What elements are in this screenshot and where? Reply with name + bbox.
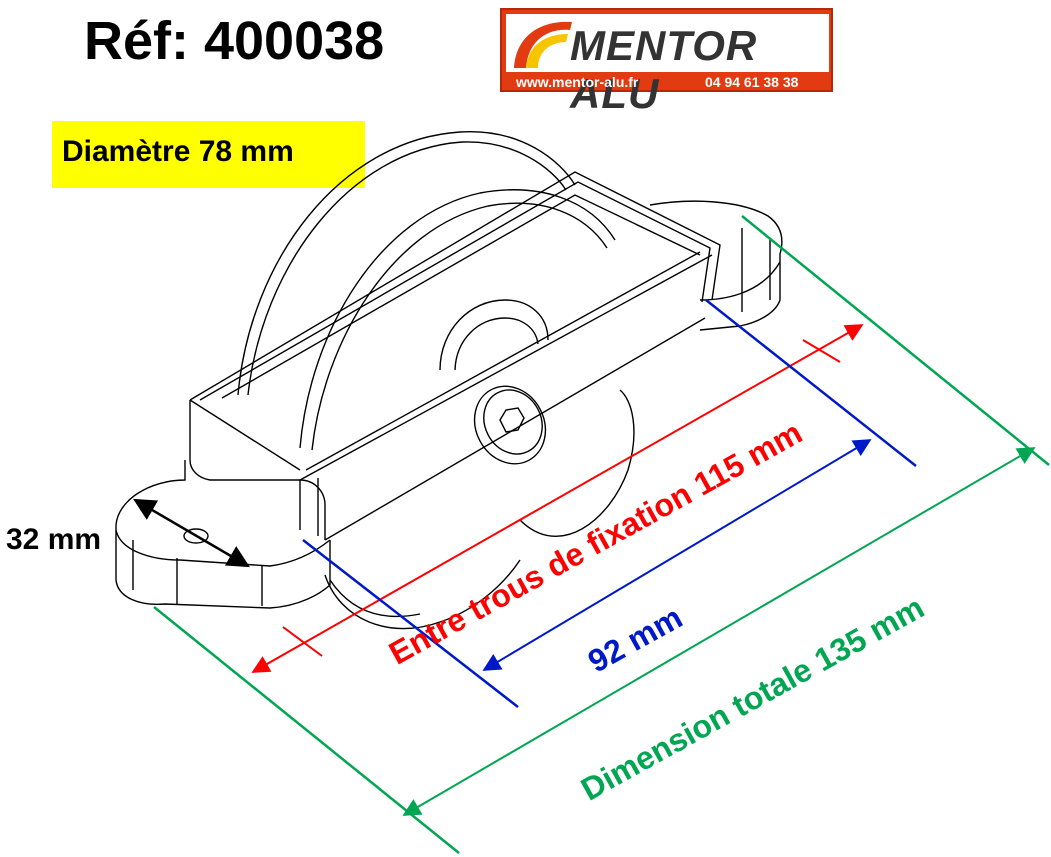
plate-right-facets	[742, 228, 770, 312]
screw-head	[461, 374, 559, 477]
housing	[190, 172, 720, 540]
logo-swoosh-icon	[514, 21, 572, 68]
wheel-outer-rim-inner	[248, 142, 566, 395]
plate-left-top-edge	[116, 530, 330, 566]
fixation-tick-right	[803, 340, 840, 362]
housing-front-top-inner	[306, 252, 700, 470]
housing-top-rim-inner	[200, 182, 710, 400]
screw-head-inner	[473, 380, 553, 465]
total-arrow	[402, 447, 1036, 816]
housing-left-top	[190, 400, 300, 470]
diameter-label: Diamètre 78 mm	[52, 121, 365, 188]
plate-left-end	[116, 460, 330, 608]
housing-inner-opening	[222, 195, 700, 398]
plate-right-end	[650, 201, 782, 330]
housing-front-corner	[300, 478, 318, 536]
width-label: 32 mm	[6, 523, 102, 556]
inner-extension-right	[706, 300, 916, 466]
housing-top-rim	[190, 172, 720, 400]
wheel-groove	[300, 190, 615, 448]
axle-screw	[461, 374, 559, 477]
bearing-inner	[455, 318, 538, 370]
plate-right-top-edge	[700, 262, 780, 300]
logo-website: www.mentor-alu.fr	[516, 74, 639, 90]
plate-left-facets	[133, 540, 262, 606]
fixation-tick-left	[283, 627, 322, 656]
total-dimension	[154, 216, 1049, 853]
width-arrow	[133, 498, 250, 568]
housing-front-left	[190, 400, 325, 540]
wheel-outer-rim	[238, 132, 575, 395]
reference-number: Réf: 400038	[84, 11, 385, 71]
brand-logo: MENTOR ALU www.mentor-alu.fr 04 94 61 38…	[500, 8, 833, 117]
logo-brand-name: MENTOR ALU	[570, 22, 758, 117]
hex-socket-icon	[500, 408, 524, 432]
logo-phone: 04 94 61 38 38	[705, 74, 799, 90]
logo-top-panel: MENTOR ALU	[506, 14, 829, 117]
total-extension-right	[742, 216, 1049, 465]
